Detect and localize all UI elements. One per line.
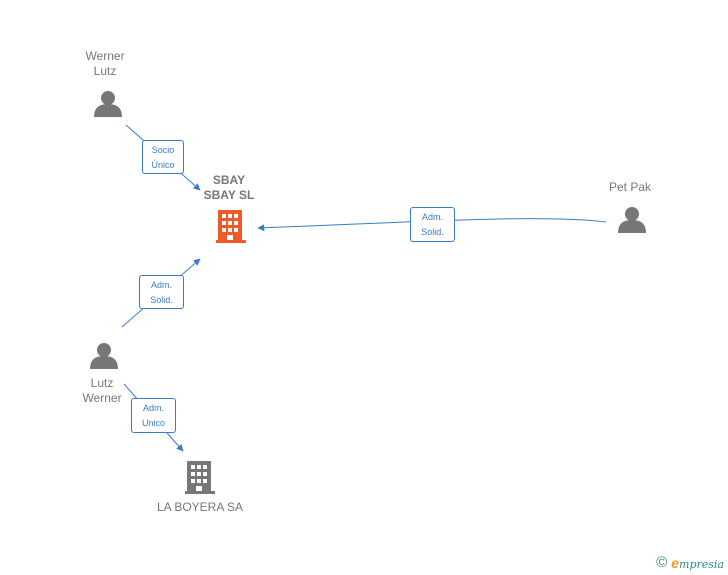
edge-label-line: Solid. <box>421 227 444 237</box>
edge-label-adm-unico[interactable]: Adm. Unico <box>131 398 176 433</box>
brand-name: mpresia <box>679 557 724 571</box>
node-label-werner-lutz[interactable]: Werner Lutz <box>74 49 136 79</box>
edge-label-line: Único <box>151 160 175 170</box>
building-icon[interactable] <box>185 461 215 494</box>
copyright-symbol: © <box>656 554 668 571</box>
edge-label-line: Socio <box>151 145 175 155</box>
node-label-line: Werner <box>82 391 122 405</box>
node-label-line: Lutz <box>90 376 114 390</box>
edge-label-adm-solid-pet[interactable]: Adm. Solid. <box>410 207 455 242</box>
node-label-line: LA BOYERA SA <box>156 500 244 514</box>
node-label-line: Pet Pak <box>608 180 652 194</box>
node-label-line: Werner <box>85 49 125 63</box>
node-label-pet-pak[interactable]: Pet Pak <box>600 180 660 195</box>
building-icon[interactable] <box>216 210 246 243</box>
node-label-sbay[interactable]: SBAY SBAY SL <box>194 173 264 203</box>
node-label-line: SBAY <box>212 173 246 187</box>
node-label-lutz-werner[interactable]: Lutz Werner <box>72 376 132 406</box>
edge-label-line: Adm. <box>150 280 172 290</box>
edge-label-socio-unico[interactable]: Socio Único <box>142 140 184 174</box>
person-icon[interactable] <box>90 343 118 369</box>
edge-label-adm-solid-lutz[interactable]: Adm. Solid. <box>139 275 184 309</box>
brand-logo: © empresia <box>656 554 724 571</box>
brand-e: e <box>671 554 680 571</box>
edge-petpak-to-sbay <box>257 218 607 232</box>
node-label-line: SBAY SL <box>203 188 255 202</box>
edge-label-line: Adm. <box>142 403 164 413</box>
brand-wordmark: empresia <box>671 555 724 571</box>
node-label-la-boyera[interactable]: LA BOYERA SA <box>145 500 255 515</box>
person-icon[interactable] <box>618 207 646 233</box>
node-label-line: Lutz <box>93 64 117 78</box>
person-icon[interactable] <box>94 91 122 117</box>
edge-label-line: Unico <box>141 418 165 428</box>
edge-label-line: Solid. <box>150 295 173 305</box>
edge-label-line: Adm. <box>421 212 443 222</box>
